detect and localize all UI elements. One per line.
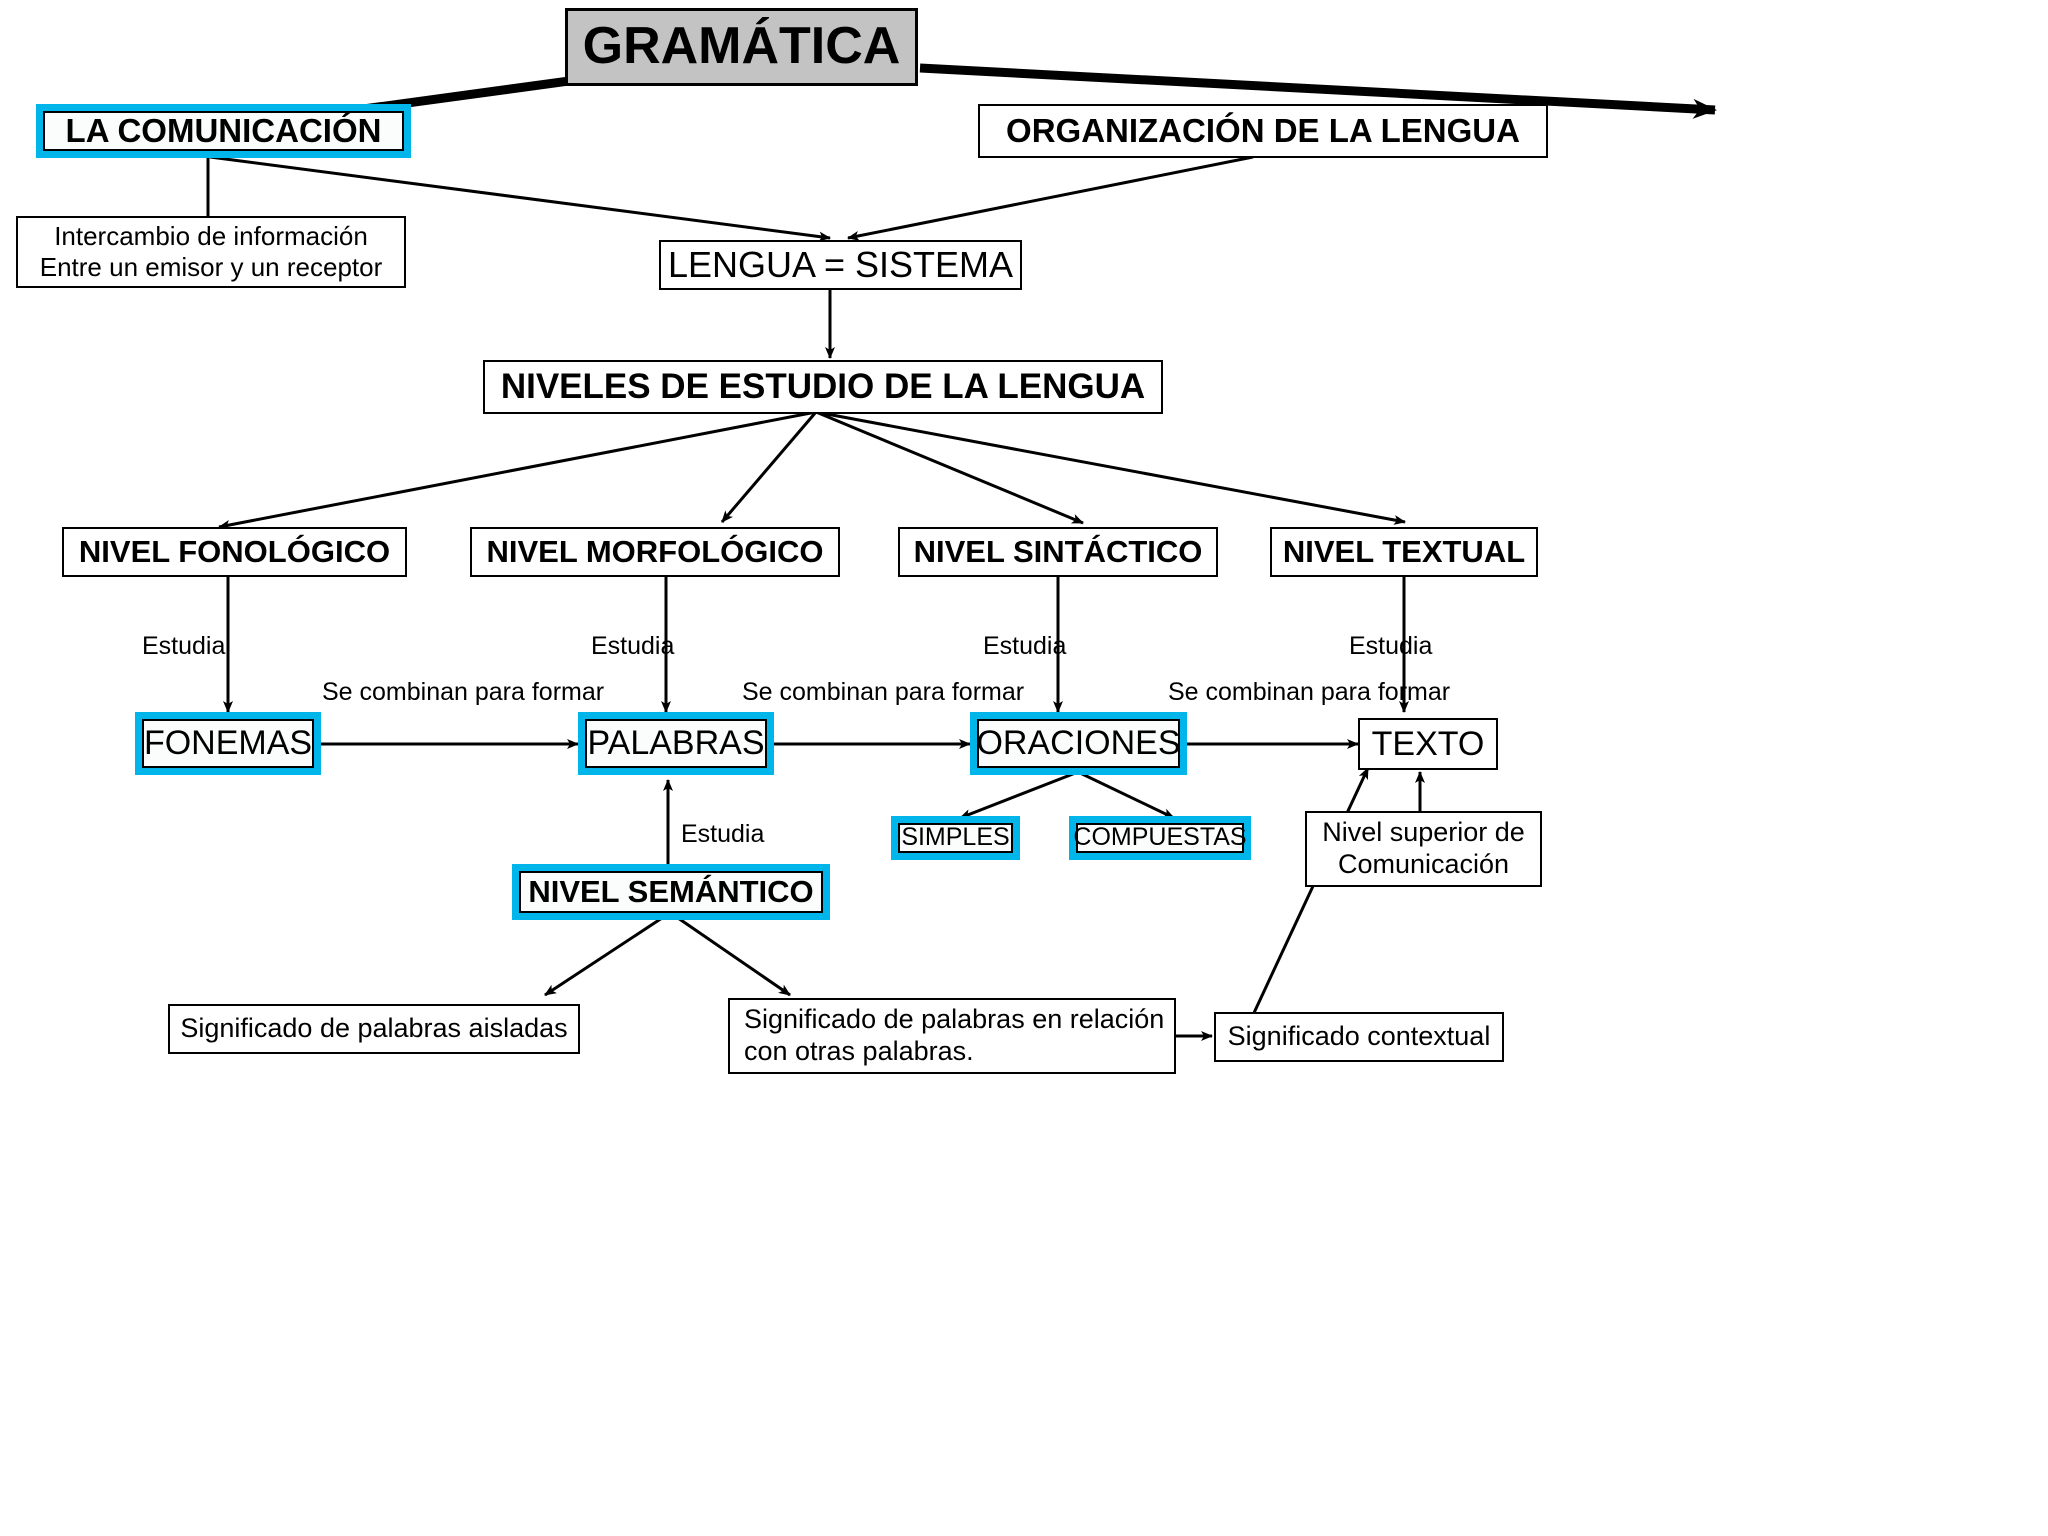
node-fonemas-label: FONEMAS bbox=[143, 724, 313, 763]
node-significado-palabras-relacion[interactable]: Significado de palabras en relación con … bbox=[728, 998, 1176, 1074]
node-compuestas-label: COMPUESTAS bbox=[1073, 823, 1247, 852]
node-lengua-sistema-label: LENGUA = SISTEMA bbox=[667, 243, 1014, 285]
node-nivel-semantico-label: NIVEL SEMÁNTICO bbox=[528, 873, 814, 909]
node-significado-contextual[interactable]: Significado contextual bbox=[1214, 1012, 1504, 1062]
node-intercambio-de-informacion[interactable]: Intercambio de información Entre un emis… bbox=[16, 216, 406, 288]
node-niveles-de-estudio[interactable]: NIVELES DE ESTUDIO DE LA LENGUA bbox=[483, 360, 1163, 414]
node-niveles-label: NIVELES DE ESTUDIO DE LA LENGUA bbox=[500, 367, 1146, 407]
node-significado-aisladas-label: Significado de palabras aisladas bbox=[180, 1013, 568, 1044]
node-nivel-fonologico-label: NIVEL FONOLÓGICO bbox=[78, 533, 391, 569]
node-la-comunicacion-label: LA COMUNICACIÓN bbox=[65, 111, 382, 149]
edge-label-estudia-3: Estudia bbox=[983, 632, 1067, 660]
edge-niveles-to-fonologico bbox=[218, 410, 817, 530]
edge-oraciones-to-simples bbox=[959, 770, 1079, 820]
node-significado-relacion-label: Significado de palabras en relación con … bbox=[744, 1004, 1165, 1066]
edge-niveles-to-sintactico bbox=[815, 410, 1084, 525]
edge-label-se-combinan-2: Se combinan para formar bbox=[742, 678, 1025, 706]
node-nivel-fonologico[interactable]: NIVEL FONOLÓGICO bbox=[62, 527, 407, 577]
node-compuestas[interactable]: COMPUESTAS bbox=[1069, 816, 1251, 860]
edge-niveles-to-textual bbox=[815, 410, 1406, 525]
node-nivel-textual[interactable]: NIVEL TEXTUAL bbox=[1270, 527, 1538, 577]
node-organizacion-de-la-lengua[interactable]: ORGANIZACIÓN DE LA LENGUA bbox=[978, 104, 1548, 158]
node-organizacion-label: ORGANIZACIÓN DE LA LENGUA bbox=[1006, 111, 1520, 149]
node-nivel-semantico[interactable]: NIVEL SEMÁNTICO bbox=[512, 864, 830, 920]
edge-label-se-combinan-1: Se combinan para formar bbox=[322, 678, 605, 706]
edge-organizacion-to-lengua bbox=[847, 155, 1254, 241]
node-simples[interactable]: SIMPLES bbox=[891, 816, 1020, 860]
node-fonemas[interactable]: FONEMAS bbox=[135, 712, 321, 775]
node-gramatica[interactable]: GRAMÁTICA bbox=[565, 8, 918, 86]
node-significado-palabras-aisladas[interactable]: Significado de palabras aisladas bbox=[168, 1004, 580, 1054]
node-oraciones-label: ORACIONES bbox=[976, 724, 1181, 763]
edge-label-estudia-4: Estudia bbox=[1349, 632, 1433, 660]
edge-label-estudia-1: Estudia bbox=[142, 632, 226, 660]
node-nivel-textual-label: NIVEL TEXTUAL bbox=[1282, 533, 1526, 569]
node-palabras-label: PALABRAS bbox=[587, 724, 765, 763]
node-nivel-superior-comunicacion[interactable]: Nivel superior de Comunicación bbox=[1305, 811, 1542, 887]
node-la-comunicacion[interactable]: LA COMUNICACIÓN bbox=[36, 104, 411, 158]
node-oraciones[interactable]: ORACIONES bbox=[970, 712, 1187, 775]
node-nivel-sintactico-label: NIVEL SINTÁCTICO bbox=[913, 533, 1203, 569]
node-nivel-superior-label: Nivel superior de Comunicación bbox=[1322, 817, 1525, 879]
node-texto-label: TEXTO bbox=[1371, 724, 1485, 763]
node-lengua-sistema[interactable]: LENGUA = SISTEMA bbox=[659, 240, 1022, 290]
node-significado-contextual-label: Significado contextual bbox=[1227, 1021, 1491, 1052]
node-nivel-morfologico-label: NIVEL MORFOLÓGICO bbox=[486, 533, 824, 569]
edge-label-estudia-5: Estudia bbox=[681, 820, 765, 848]
edge-oraciones-to-compuestas bbox=[1077, 770, 1175, 820]
edge-label-estudia-2: Estudia bbox=[591, 632, 675, 660]
node-intercambio-label: Intercambio de información Entre un emis… bbox=[39, 221, 383, 282]
node-nivel-sintactico[interactable]: NIVEL SINTÁCTICO bbox=[898, 527, 1218, 577]
edge-niveles-to-morfologico bbox=[720, 411, 818, 523]
node-gramatica-label: GRAMÁTICA bbox=[582, 17, 901, 76]
edge-semantico-to-relacion bbox=[677, 916, 791, 997]
edge-label-se-combinan-3: Se combinan para formar bbox=[1168, 678, 1451, 706]
edge-contextual-to-texto bbox=[1251, 767, 1370, 1016]
node-texto[interactable]: TEXTO bbox=[1358, 718, 1498, 770]
node-palabras[interactable]: PALABRAS bbox=[578, 712, 774, 775]
edge-semantico-to-aisladas bbox=[544, 916, 663, 997]
node-simples-label: SIMPLES bbox=[901, 823, 1010, 852]
node-nivel-morfologico[interactable]: NIVEL MORFOLÓGICO bbox=[470, 527, 840, 577]
